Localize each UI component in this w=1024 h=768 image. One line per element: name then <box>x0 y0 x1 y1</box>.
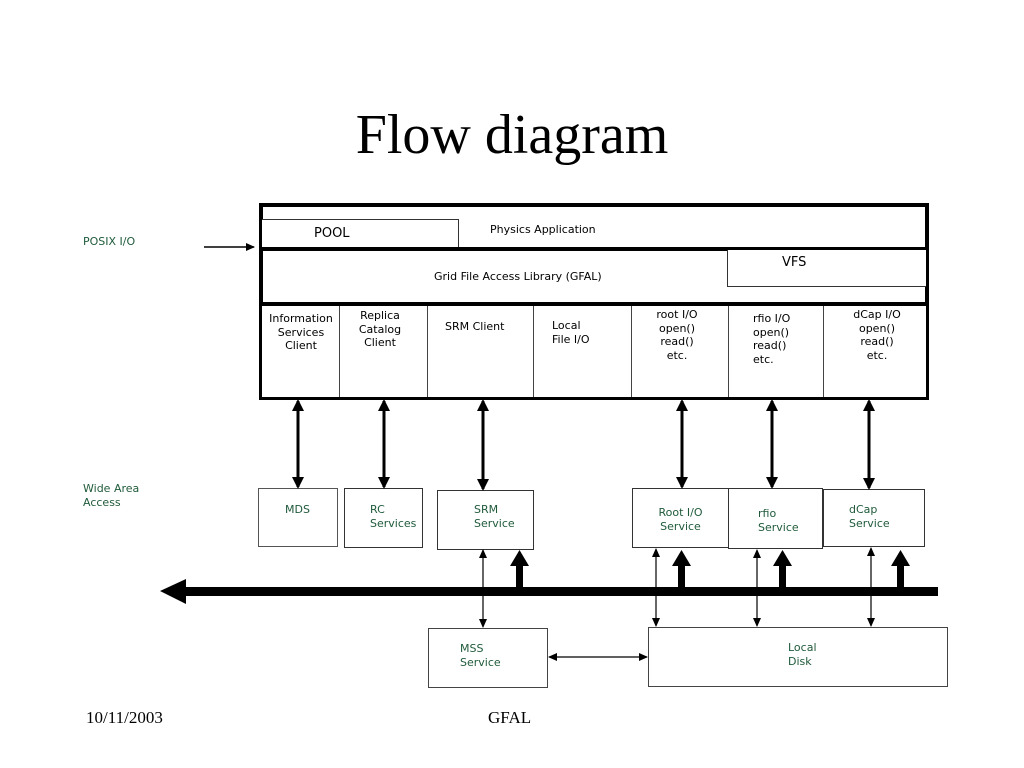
physics-application-label: Physics Application <box>490 223 596 236</box>
rc-services-box: RC Services <box>344 488 423 548</box>
info-client-line-2: Services <box>277 325 325 339</box>
gfal-label: Grid File Access Library (GFAL) <box>434 270 602 283</box>
gfal-divider <box>262 302 926 306</box>
pool-box: POOL <box>262 219 459 249</box>
client-cell-srm: SRM Client <box>428 306 534 397</box>
bus-to-rfio-arrow <box>773 550 792 589</box>
replica-client-line-2: Catalog <box>358 322 402 336</box>
rfio-client-line-4: etc. <box>753 352 774 366</box>
local-disk-line-2: Disk <box>788 655 812 668</box>
srm-service-line-2: Service <box>474 517 515 530</box>
dcap-client-line-1: dCap I/O <box>853 308 901 321</box>
dcap-client-line-2: open() <box>858 321 896 335</box>
rfio-client-line-2: open() <box>753 325 790 339</box>
root-client-line-2: open() <box>658 321 696 335</box>
srm-service-line-1: SRM <box>474 503 499 516</box>
wide-area-access-label: Wide Area Access <box>83 482 139 510</box>
client-cell-root-io: root I/O open() read() etc. <box>632 306 729 397</box>
slide-title: Flow diagram <box>355 104 669 166</box>
application-divider <box>262 247 926 251</box>
vfs-box: VFS <box>727 250 926 287</box>
root-client-line-1: root I/O <box>656 308 698 321</box>
client-cell-information-services: Information Services Client <box>262 306 340 397</box>
client-cell-dcap-io: dCap I/O open() read() etc. <box>824 306 926 397</box>
posix-io-label: POSIX I/O <box>83 235 136 248</box>
root-service-line-2: Service <box>660 520 701 533</box>
local-client-line-2: File I/O <box>552 332 590 346</box>
rc-line-1: RC <box>370 503 385 516</box>
info-client-line-1: Information <box>269 312 333 325</box>
mds-service-box: MDS <box>258 488 338 547</box>
mss-service-box: MSS Service <box>428 628 548 688</box>
bus-to-root-arrow <box>672 550 691 589</box>
info-client-line-3: Client <box>285 339 317 352</box>
pool-label: POOL <box>314 226 350 241</box>
wide-area-bus-arrowhead <box>160 579 186 604</box>
rfio-client-line-1: rfio I/O <box>753 312 791 325</box>
root-service-line-1: Root I/O <box>658 506 703 519</box>
rfio-service-line-1: rfio <box>758 507 777 520</box>
footer-title: GFAL <box>488 708 532 727</box>
wide-area-access-line-2: Access <box>83 496 121 509</box>
dcap-client-line-3: read() <box>860 335 894 348</box>
mss-service-line-1: MSS <box>460 642 484 655</box>
mss-service-line-2: Service <box>460 656 501 669</box>
rfio-client-line-3: read() <box>753 339 787 352</box>
bus-to-dcap-arrow <box>891 550 910 589</box>
replica-client-line-3: Client <box>364 336 396 349</box>
vfs-label: VFS <box>782 255 807 270</box>
client-cell-replica-catalog: Replica Catalog Client <box>340 306 428 397</box>
root-client-line-4: etc. <box>666 348 688 362</box>
rfio-service-line-2: Service <box>758 521 799 534</box>
dcap-service-line-2: Service <box>849 517 890 530</box>
client-cell-local-file-io: Local File I/O <box>534 306 632 397</box>
wide-area-access-line-1: Wide Area <box>83 482 140 495</box>
mds-label: MDS <box>285 503 310 516</box>
local-disk-box: Local Disk <box>648 627 948 687</box>
rc-line-2: Services <box>370 517 417 530</box>
replica-client-line-1: Replica <box>360 309 400 322</box>
local-disk-line-1: Local <box>788 641 817 654</box>
local-client-line-1: Local <box>552 319 581 332</box>
wide-area-bus <box>180 587 938 596</box>
root-io-service-box: Root I/O Service <box>632 488 729 548</box>
footer-date: 10/11/2003 <box>86 708 163 727</box>
client-cell-rfio-io: rfio I/O open() read() etc. <box>729 306 824 397</box>
rfio-service-box: rfio Service <box>728 488 823 549</box>
root-client-line-3: read() <box>660 335 694 348</box>
dcap-service-box: dCap Service <box>823 489 925 547</box>
bus-to-srm-arrow <box>510 550 529 589</box>
dcap-service-line-1: dCap <box>849 503 878 516</box>
dcap-client-line-4: etc. <box>866 348 888 362</box>
srm-client-label: SRM Client <box>445 320 505 333</box>
